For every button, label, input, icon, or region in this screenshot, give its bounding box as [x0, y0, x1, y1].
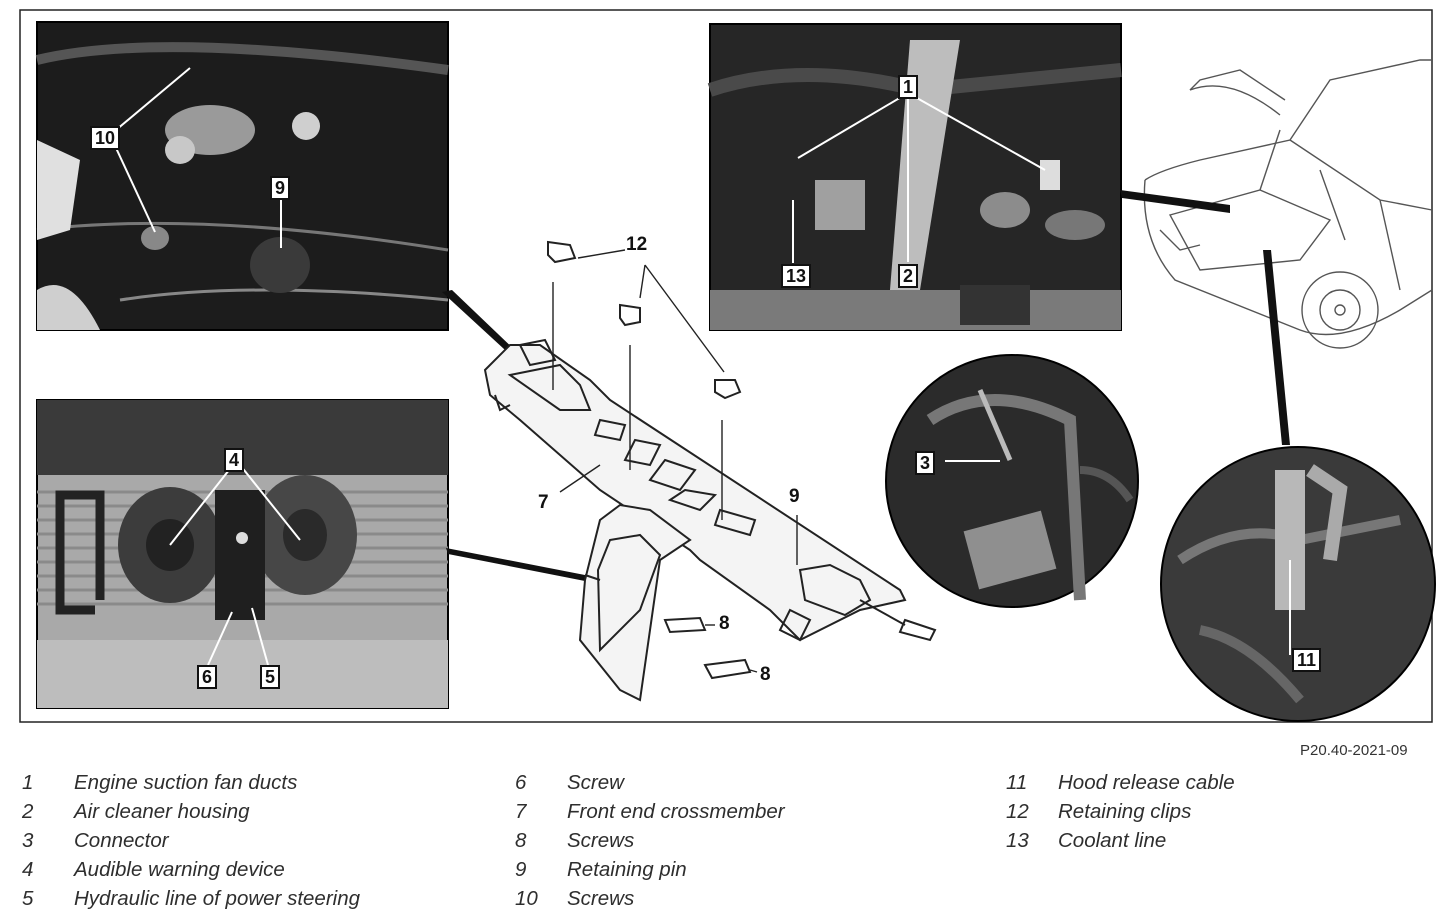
- callout-8-lower: 8: [760, 664, 771, 685]
- crossmember-drawing: [483, 240, 937, 702]
- callout-4: 4: [224, 448, 245, 472]
- callout-8-upper: 8: [719, 613, 730, 634]
- photo-washer-reservoir: [35, 21, 449, 331]
- callout-13: 13: [781, 264, 812, 288]
- callout-10: 10: [90, 126, 121, 150]
- figure-reference-id: P20.40-2021-09: [1300, 742, 1408, 759]
- photo-horns: [36, 399, 449, 709]
- diagram-figure: 10 9 4 6 5 1 13 2 3 11 12 7 9 8 8: [19, 9, 1436, 723]
- callout-6: 6: [197, 665, 218, 689]
- callout-1: 1: [898, 75, 919, 99]
- callout-3: 3: [915, 451, 936, 475]
- diagram-artwork: [19, 9, 1436, 723]
- leader-lines: [552, 249, 798, 673]
- callout-7: 7: [538, 492, 549, 513]
- photo-connector-detail: [885, 354, 1139, 608]
- callout-9-drawing: 9: [789, 486, 800, 507]
- callout-5: 5: [260, 665, 281, 689]
- photo-hood-release-detail: [1160, 446, 1436, 722]
- callout-12: 12: [626, 234, 648, 255]
- leader-wedges: [442, 190, 1290, 582]
- car-sketch: [1143, 59, 1433, 349]
- callout-2: 2: [898, 264, 919, 288]
- figure-frame: [19, 9, 1433, 723]
- callout-9-photo: 9: [270, 176, 291, 200]
- callout-11: 11: [1292, 648, 1322, 672]
